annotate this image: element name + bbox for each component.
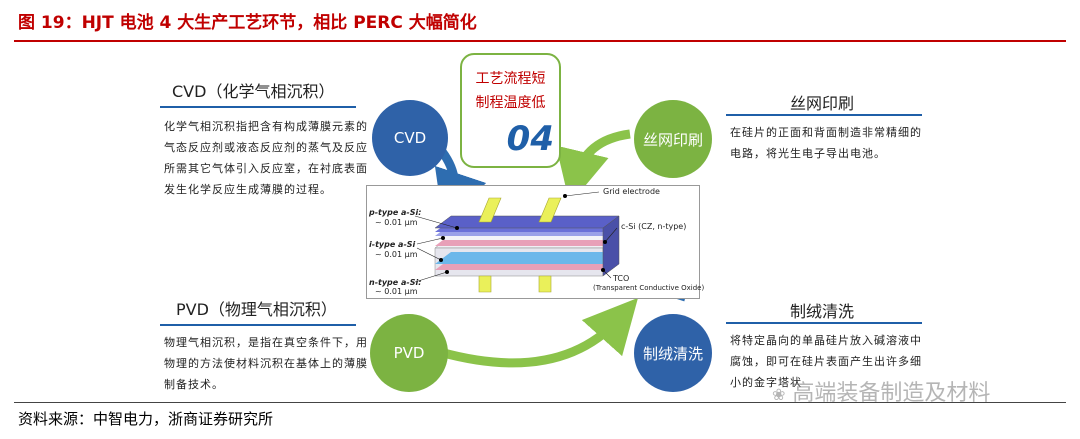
center-number: 04: [506, 119, 554, 159]
title-rule: [14, 40, 1066, 42]
arrow-screen-to-cell: [555, 129, 631, 205]
texturing-description: 将特定晶向的单晶硅片放入碱溶液中腐蚀，即可在硅片表面产生出许多细小的金字塔状: [730, 334, 922, 389]
screen-printing-circle: 丝网印刷: [634, 100, 712, 178]
cvd-circle: CVD: [372, 100, 448, 176]
label-grid-electrode: Grid electrode: [603, 187, 660, 196]
label-tco-full: (Transparent Conductive Oxide): [593, 284, 705, 292]
cvd-title: CVD（化学气相沉积）: [172, 82, 335, 101]
cell-layers-graphic: [414, 191, 620, 293]
cvd-title-underline: [160, 106, 356, 108]
screen-printing-description: 在硅片的正面和背面制造非常精细的电路，将光生电子导出电池。: [730, 126, 922, 160]
cvd-description: 化学气相沉积指把含有构成薄膜元素的气态反应剂或液态反应剂的蒸气及反应所需其它气体…: [164, 120, 368, 196]
screen-printing-title-underline: [726, 114, 922, 116]
center-line1: 工艺流程短: [475, 71, 546, 87]
texturing-circle: 制绒清洗: [634, 314, 712, 392]
center-highlight-box: 工艺流程短 制程温度低 04: [460, 53, 561, 168]
center-line2: 制程温度低: [475, 95, 546, 111]
texturing-title: 制绒清洗: [790, 302, 855, 321]
label-c-si: c-Si (CZ, n-type): [621, 222, 687, 231]
figure-title: 图 19：HJT 电池 4 大生产工艺环节，相比 PERC 大幅简化: [18, 13, 477, 33]
hjt-cell-diagram: Grid electrode p-type a-Si: ~ 0.01 μm i-…: [366, 185, 704, 299]
pvd-title-underline: [160, 324, 356, 326]
screen-printing-title: 丝网印刷: [790, 94, 855, 113]
label-tco: TCO: [613, 274, 630, 283]
label-i-type: i-type a-Si: [369, 240, 416, 249]
source-note: 资料来源：中智电力，浙商证券研究所: [18, 410, 274, 428]
label-n-type: n-type a-Si:: [369, 278, 422, 287]
label-n-thickness: ~ 0.01 μm: [375, 287, 418, 296]
center-text: 工艺流程短 制程温度低: [462, 67, 559, 115]
watermark-text: 高端装备制造及材料: [792, 381, 991, 406]
label-p-thickness: ~ 0.01 μm: [375, 218, 418, 227]
watermark: ❀ 高端装备制造及材料: [772, 375, 990, 407]
wechat-icon: ❀: [772, 385, 786, 404]
pvd-circle: PVD: [370, 314, 448, 392]
footer-rule: [14, 402, 1066, 403]
pvd-description: 物理气相沉积，是指在真空条件下，用物理的方法使材料沉积在基体上的薄膜制备技术。: [164, 336, 368, 391]
texturing-title-underline: [726, 322, 922, 324]
label-i-thickness: ~ 0.01 μm: [375, 250, 418, 259]
arrow-pvd-to-screen: [438, 297, 639, 368]
pvd-title: PVD（物理气相沉积）: [176, 300, 337, 319]
label-p-type: p-type a-Si:: [369, 208, 422, 217]
